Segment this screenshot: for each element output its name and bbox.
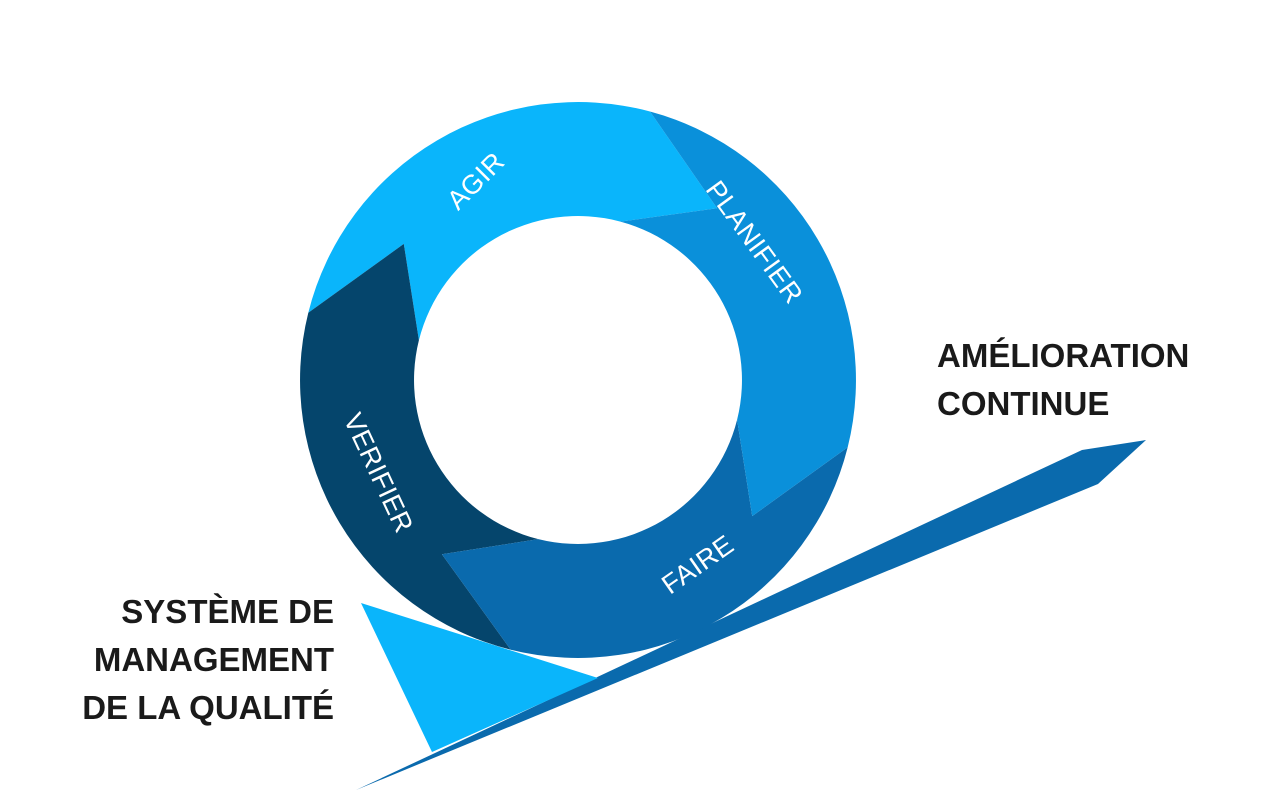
segment-verifier [300,243,539,650]
continuous-improvement-label: AMÉLIORATION CONTINUE [937,332,1189,428]
continuous-improvement-line-1: AMÉLIORATION [937,337,1190,374]
quality-system-line-1: SYSTÈME DE [121,593,334,630]
continuous-improvement-line-2: CONTINUE [937,385,1110,422]
pdca-cycle [300,102,856,658]
quality-system-label: SYSTÈME DE MANAGEMENT DE LA QUALITÉ [82,588,334,732]
segment-agir [308,102,718,341]
segment-planifier [620,111,856,517]
improvement-ramp [356,440,1146,790]
segment-faire [441,419,848,658]
quality-system-line-2: MANAGEMENT [93,641,334,678]
quality-wedge [361,603,598,752]
quality-system-line-3: DE LA QUALITÉ [82,689,334,726]
